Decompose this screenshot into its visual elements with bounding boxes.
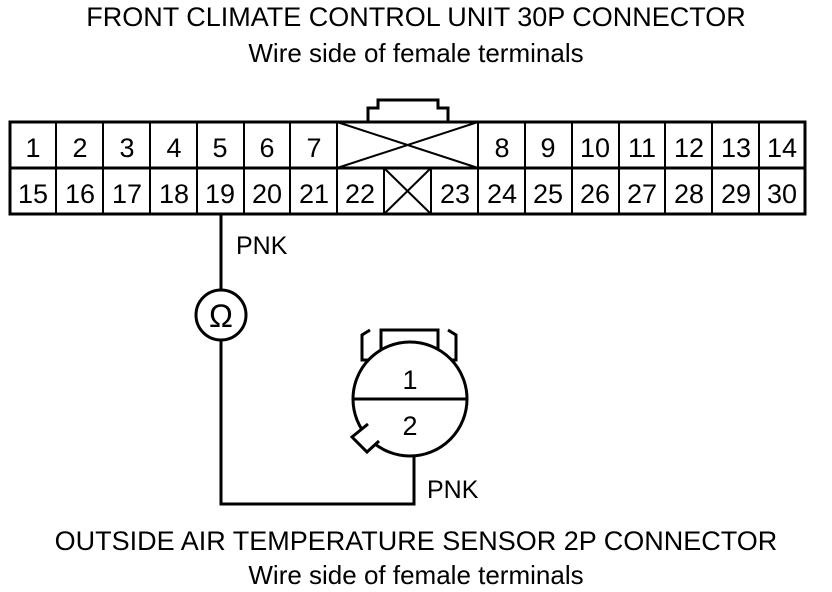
terminal-11: 11 xyxy=(628,133,656,163)
terminal-13: 13 xyxy=(721,133,751,163)
terminal-21: 21 xyxy=(299,179,329,209)
terminal-29: 29 xyxy=(721,179,751,209)
terminal-2: 2 xyxy=(72,133,87,163)
sensor-terminal-2: 2 xyxy=(402,411,417,441)
terminal-3: 3 xyxy=(119,133,134,163)
blank-cavity-upper xyxy=(336,121,479,169)
top-connector-subtitle: Wire side of female terminals xyxy=(248,38,584,68)
terminal-22: 22 xyxy=(345,179,375,209)
terminal-16: 16 xyxy=(65,179,95,209)
terminal-27: 27 xyxy=(627,179,657,209)
terminal-20: 20 xyxy=(252,179,282,209)
terminal-14: 14 xyxy=(767,133,797,163)
terminal-19: 19 xyxy=(205,179,235,209)
terminal-15: 15 xyxy=(18,179,48,209)
terminal-7: 7 xyxy=(306,133,321,163)
wire-color-label-lower: PNK xyxy=(427,476,479,504)
terminal-25: 25 xyxy=(533,179,563,209)
terminal-6: 6 xyxy=(259,133,274,163)
terminal-23: 23 xyxy=(440,179,470,209)
sensor-terminal-1: 1 xyxy=(402,365,417,395)
ohmmeter-icon: Ω xyxy=(194,288,248,342)
terminal-4: 4 xyxy=(166,133,181,163)
wire-color-label-upper: PNK xyxy=(236,232,288,260)
top-connector-latch xyxy=(366,98,450,122)
terminal-1: 1 xyxy=(25,133,40,163)
wire-lower-segment xyxy=(219,340,416,506)
terminal-9: 9 xyxy=(540,133,555,163)
terminal-12: 12 xyxy=(674,133,704,163)
terminal-24: 24 xyxy=(487,179,517,209)
sensor-connector-title: OUTSIDE AIR TEMPERATURE SENSOR 2P CONNEC… xyxy=(54,526,778,556)
terminal-26: 26 xyxy=(580,179,610,209)
ohm-symbol: Ω xyxy=(209,298,233,334)
terminal-5: 5 xyxy=(212,133,227,163)
sensor-connector-subtitle: Wire side of female terminals xyxy=(248,560,584,590)
terminal-30: 30 xyxy=(767,179,797,209)
top-connector-title: FRONT CLIMATE CONTROL UNIT 30P CONNECTOR xyxy=(86,2,746,32)
terminal-28: 28 xyxy=(674,179,704,209)
terminal-8: 8 xyxy=(494,133,509,163)
terminal-17: 17 xyxy=(112,179,142,209)
top-connector-body xyxy=(8,120,807,216)
sensor-connector-body: 1 2 xyxy=(349,328,469,458)
terminal-18: 18 xyxy=(159,179,189,209)
terminal-10: 10 xyxy=(580,133,610,163)
blank-cavity-lower xyxy=(383,167,432,215)
